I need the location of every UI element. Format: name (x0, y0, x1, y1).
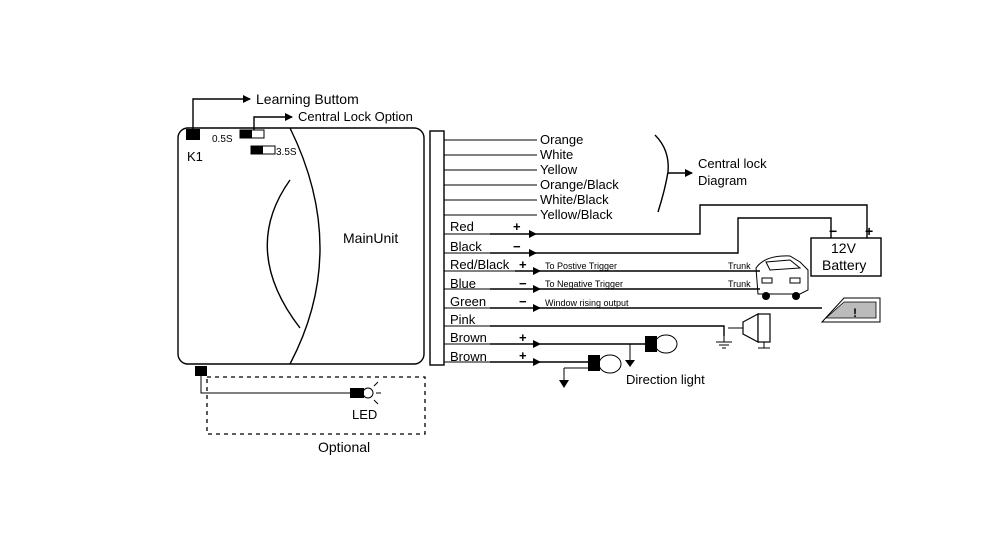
led-wire (200, 376, 350, 394)
wire-top-5: Yellow/Black (540, 207, 613, 222)
siren-icon (728, 313, 771, 349)
t05-label: 0.5S (212, 134, 233, 145)
switch-05s-knob (240, 130, 252, 138)
central-lock-label-2: Diagram (698, 173, 747, 188)
direction-light-label: Direction light (626, 372, 705, 387)
wire-label-blue: Blue (450, 276, 476, 291)
central-lock-option-arrow (253, 113, 293, 130)
red-wire (536, 204, 868, 238)
wire-label-green: Green (450, 294, 486, 309)
wire-label-red: Red (450, 219, 474, 234)
lower-wire-stubs (444, 233, 515, 363)
led-icon (350, 381, 381, 405)
sign-blue: − (519, 276, 527, 291)
optional-box (206, 376, 426, 435)
main-unit-lens-left (266, 179, 301, 329)
wire-label-pink: Pink (450, 312, 476, 327)
sign-red-black: + (519, 257, 527, 272)
central-lock-option-label: Central Lock Option (298, 109, 413, 124)
main-unit-lens-right (289, 127, 321, 365)
sign-black: − (513, 239, 521, 254)
wire-label-red-black: Red/Black (450, 257, 510, 272)
sign-green: − (519, 294, 527, 309)
t35-label: 3.5S (276, 147, 297, 158)
optional-label: Optional (318, 439, 370, 455)
battery-minus: − (829, 223, 837, 239)
connector-block (429, 130, 445, 366)
wire-top-0: Orange (540, 132, 583, 147)
battery-label-1: 12V (831, 240, 857, 256)
central-lock-brace (654, 134, 669, 213)
to-negative-trigger: To Negative Trigger (545, 279, 623, 289)
direction-light-1 (625, 334, 678, 367)
sign-brown-2: + (519, 348, 527, 363)
sign-red: + (513, 219, 521, 234)
window-icon-mark: ! (853, 306, 857, 320)
wire-top-1: White (540, 147, 573, 162)
top-wires: Orange White Yellow Orange/Black White/B… (444, 132, 619, 222)
window-rising-output: Window rising output (545, 298, 629, 308)
central-lock-label-1: Central lock (698, 156, 767, 171)
direction-light-2 (559, 354, 622, 388)
ground-icon-1 (716, 336, 732, 349)
battery-plus: + (865, 223, 873, 239)
led-connector (195, 366, 207, 376)
trunk-label-1: Trunk (728, 261, 751, 271)
main-unit-box (177, 127, 425, 365)
battery-box (810, 237, 882, 277)
learning-button-label: Learning Buttom (256, 91, 359, 107)
learning-button-arrow (192, 95, 251, 129)
wire-top-3: Orange/Black (540, 177, 619, 192)
car-trunk-icon (755, 255, 809, 300)
pink-wire (490, 325, 725, 336)
black-wire (536, 217, 832, 254)
switch-35s-knob (251, 146, 263, 154)
trunk-label-2: Trunk (728, 279, 751, 289)
battery-label-2: Battery (822, 257, 866, 273)
window-icon: ! (820, 297, 881, 323)
to-positive-trigger: To Postive Trigger (545, 261, 617, 271)
wire-label-black: Black (450, 239, 482, 254)
wire-label-brown-1: Brown (450, 330, 487, 345)
wire-top-2: Yellow (540, 162, 578, 177)
wire-top-4: White/Black (540, 192, 609, 207)
sign-brown-1: + (519, 330, 527, 345)
led-label: LED (352, 407, 377, 422)
main-unit-label: MainUnit (343, 230, 398, 246)
wire-label-brown-2: Brown (450, 349, 487, 364)
k1-label: K1 (187, 149, 203, 164)
k1-button (186, 129, 200, 140)
